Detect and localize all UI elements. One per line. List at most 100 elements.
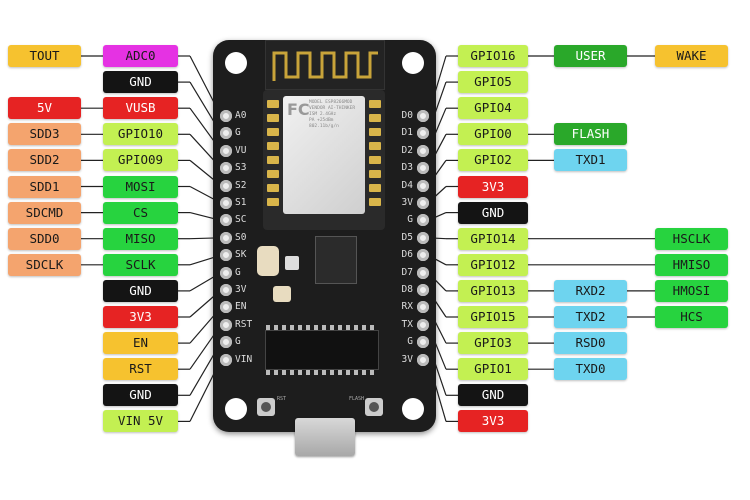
mounting-hole: [402, 398, 424, 420]
module-pad: [369, 128, 381, 136]
module-pad: [369, 156, 381, 164]
board-pin-left-8: SK: [235, 249, 247, 261]
right-pin-label-6: FLASH: [554, 123, 627, 146]
right-pin-label-15: GPIO13: [458, 279, 528, 302]
header-hole: [417, 284, 429, 296]
left-pin-label-10: MOSI: [103, 175, 178, 198]
board-pin-left-1: G: [235, 127, 241, 139]
header-hole: [220, 127, 232, 140]
board-pin-right-6: G: [407, 214, 413, 226]
module-pad: [267, 100, 279, 108]
left-pin-label-15: SDCLK: [8, 253, 81, 276]
module-pad: [267, 198, 279, 206]
module-pad: [369, 184, 381, 192]
right-pin-label-14: HMISO: [655, 253, 728, 276]
rst-button-label: RST: [277, 396, 287, 402]
left-pin-label-21: GND: [103, 384, 178, 407]
left-pin-label-22: VIN 5V: [103, 410, 178, 433]
header-hole: [220, 144, 232, 157]
right-pin-label-7: GPIO2: [458, 149, 528, 172]
right-pin-label-26: 3V3: [458, 410, 528, 433]
mounting-hole: [225, 398, 247, 420]
left-pin-label-16: SCLK: [103, 253, 178, 276]
left-pin-label-1: ADC0: [103, 45, 178, 67]
left-pin-label-13: SDD0: [8, 227, 81, 250]
board-pin-left-6: SC: [235, 214, 247, 226]
antenna-trace-icon: [272, 51, 378, 81]
board-pin-right-9: D7: [401, 266, 413, 278]
header-hole: [220, 179, 232, 192]
header-hole: [220, 266, 232, 279]
module-pad: [267, 170, 279, 178]
board-pin-left-0: A0: [235, 110, 247, 121]
fcc-logo: FC: [287, 100, 310, 119]
module-pad: [369, 100, 381, 108]
module-pad: [369, 114, 381, 122]
board-pin-left-3: S3: [235, 162, 247, 174]
module-text-1: MODEL ESP8266MOD: [309, 100, 353, 105]
header-hole: [220, 318, 232, 331]
board-pin-right-12: TX: [401, 318, 413, 330]
capacitor: [273, 286, 291, 302]
board-pin-left-13: G: [235, 336, 241, 348]
esp-module: FC MODEL ESP8266MOD VENDOR AI-THINKER IS…: [263, 90, 385, 230]
right-pin-label-1: USER: [554, 45, 627, 67]
header-hole: [417, 318, 429, 331]
header-hole: [417, 127, 429, 140]
board-pin-left-2: VU: [235, 144, 247, 156]
header-hole: [417, 266, 429, 279]
left-pin-label-2: GND: [103, 71, 178, 94]
header-hole: [220, 353, 232, 366]
mounting-hole: [225, 52, 247, 74]
right-pin-label-18: GPIO15: [458, 306, 528, 328]
header-hole: [417, 231, 429, 244]
module-pad: [267, 128, 279, 136]
module-pad: [369, 142, 381, 150]
board-pin-right-14: 3V: [401, 353, 413, 365]
right-pin-label-17: HMOSI: [655, 279, 728, 302]
left-pin-label-0: TOUT: [8, 45, 81, 67]
right-pin-label-0: GPIO16: [458, 45, 528, 67]
header-hole: [417, 336, 429, 349]
header-hole: [417, 301, 429, 314]
header-hole: [417, 197, 429, 209]
header-hole: [220, 231, 232, 244]
mounting-hole: [402, 52, 424, 74]
crystal-component: [257, 246, 279, 276]
board-pin-right-0: D0: [401, 110, 413, 121]
header-hole: [220, 249, 232, 262]
esp-shield: FC MODEL ESP8266MOD VENDOR AI-THINKER IS…: [283, 96, 365, 214]
header-hole: [417, 353, 429, 366]
flash-button[interactable]: [365, 398, 383, 416]
module-pad: [267, 114, 279, 122]
board-pin-left-5: S1: [235, 197, 247, 208]
board-pin-left-4: S2: [235, 179, 247, 191]
regulator-chip: [315, 236, 357, 284]
board-pin-left-9: G: [235, 266, 241, 278]
header-hole: [417, 144, 429, 157]
wifi-antenna: [265, 40, 385, 90]
board-pin-right-3: D3: [401, 162, 413, 174]
micro-usb-port[interactable]: [295, 418, 355, 456]
board-pin-right-13: G: [407, 336, 413, 348]
left-pin-label-18: 3V3: [103, 306, 178, 328]
left-pin-label-5: SDD3: [8, 123, 81, 146]
board-pin-left-11: EN: [235, 301, 247, 313]
module-pad: [267, 184, 279, 192]
right-pin-label-25: GND: [458, 384, 528, 407]
board-pin-right-7: D5: [401, 231, 413, 243]
header-hole: [417, 214, 429, 227]
module-pad: [267, 156, 279, 164]
header-hole: [417, 110, 429, 122]
header-hole: [220, 197, 232, 209]
module-pad: [267, 142, 279, 150]
board-pin-right-4: D4: [401, 179, 413, 191]
board-pin-right-2: D2: [401, 144, 413, 156]
board-pin-right-11: RX: [401, 301, 413, 313]
nodemcu-board: FC MODEL ESP8266MOD VENDOR AI-THINKER IS…: [213, 40, 436, 432]
rst-button[interactable]: [257, 398, 275, 416]
right-pin-label-19: TXD2: [554, 306, 627, 328]
right-pin-label-2: WAKE: [655, 45, 728, 67]
left-pin-label-11: SDCMD: [8, 201, 81, 224]
